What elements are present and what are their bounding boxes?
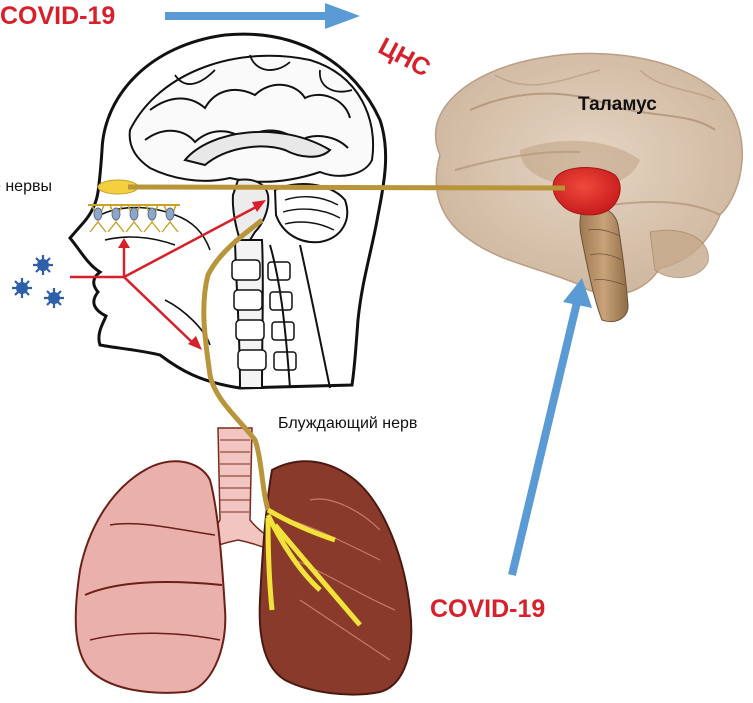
right-lung (260, 461, 412, 694)
olfactory-nerve-pathway (128, 187, 565, 188)
vagus-nerve-label: Блуждающий нерв (278, 416, 417, 432)
arrow-bottom (512, 278, 592, 575)
thalamus-label: Таламус (578, 95, 657, 114)
nerves-label: е нервы (0, 179, 52, 195)
left-lung (76, 461, 226, 693)
virus-icon (44, 288, 64, 308)
virus-icon (33, 255, 53, 275)
virus-icon (12, 278, 32, 298)
arrow-top (165, 3, 360, 29)
covid-bottom-label: COVID-19 (430, 597, 545, 622)
covid-top-label: COVID-19 (0, 4, 115, 29)
